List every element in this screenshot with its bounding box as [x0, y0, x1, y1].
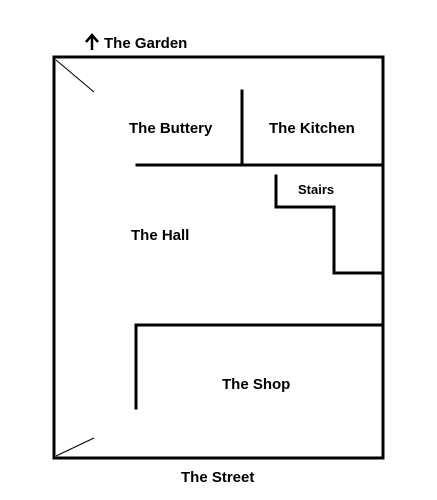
room-label-buttery: The Buttery: [129, 120, 213, 137]
stairs-wall: [274, 174, 383, 275]
garden-direction: The Garden: [85, 33, 187, 52]
street-door-swing: [55, 437, 95, 457]
garden-label: The Garden: [104, 35, 187, 52]
room-label-hall: The Hall: [131, 227, 189, 244]
street-label: The Street: [181, 469, 254, 486]
room-label-stairs: Stairs: [298, 182, 334, 197]
arrow-up-icon: [85, 33, 99, 50]
outer-wall: [52, 55, 385, 460]
room-label-shop: The Shop: [222, 376, 290, 393]
room-label-kitchen: The Kitchen: [269, 120, 355, 137]
garden-door-swing: [55, 59, 95, 93]
shop-wall: [134, 323, 383, 410]
